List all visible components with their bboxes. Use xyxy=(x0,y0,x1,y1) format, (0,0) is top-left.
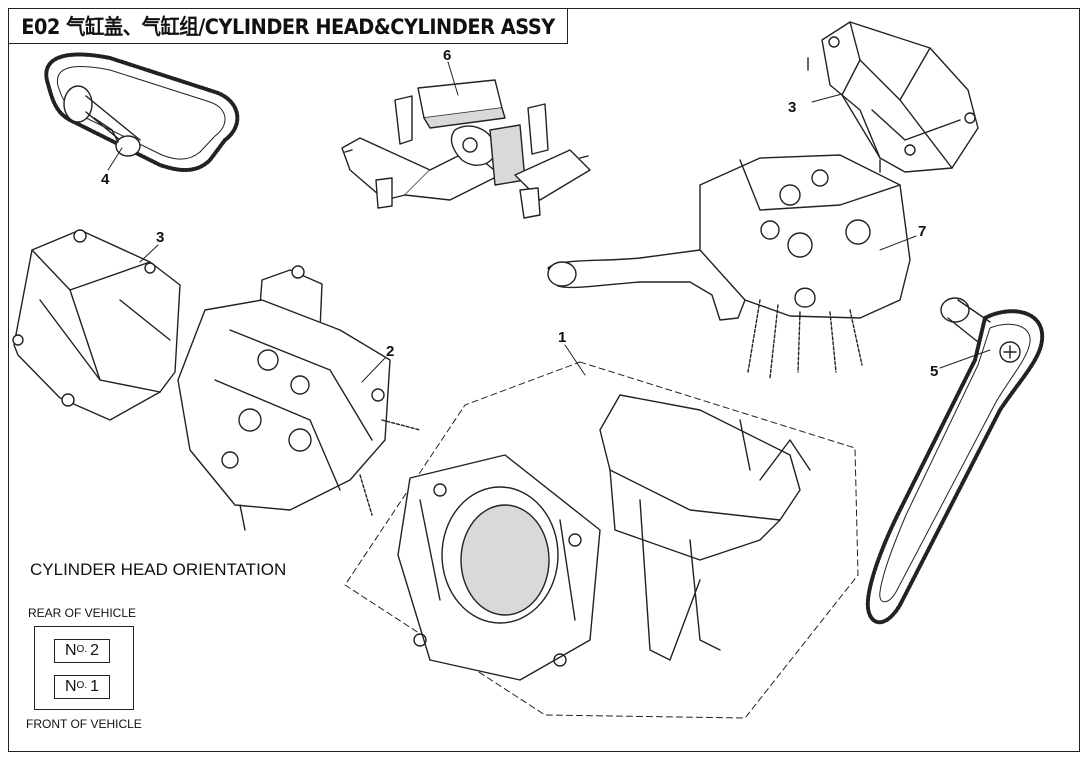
callout-3-lower: 3 xyxy=(156,229,165,246)
cylinder-head-part-2 xyxy=(177,265,421,531)
orientation-title: CYLINDER HEAD ORIENTATION xyxy=(30,560,287,579)
cylinder-block-part-1 xyxy=(344,361,859,719)
cylinder-tag-2-sup: O. xyxy=(76,643,88,655)
cylinder-head-part-7 xyxy=(547,154,911,379)
callout-4: 4 xyxy=(101,171,110,188)
cylinder-tag-1-number: 1 xyxy=(90,678,100,695)
page-title: E02 气缸盖、气缸组/CYLINDER HEAD&CYLINDER ASSY xyxy=(21,15,555,39)
cylinder-tag-1-prefix: N xyxy=(64,678,77,695)
cylinder-tag-2-prefix: N xyxy=(64,642,77,659)
callout-7: 7 xyxy=(918,223,927,240)
cylinder-tag-1-sup: O. xyxy=(76,679,88,691)
front-of-vehicle-label: FRONT OF VEHICLE xyxy=(26,717,142,731)
rear-of-vehicle-label: REAR OF VEHICLE xyxy=(28,606,137,620)
valve-cover-part-3-lower xyxy=(12,229,181,421)
callout-1: 1 xyxy=(558,329,567,346)
valve-cover-part-3-upper xyxy=(807,21,979,173)
callout-6: 6 xyxy=(443,47,452,64)
camshaft-chain-part-4 xyxy=(44,52,240,172)
cylinder-tag-2-number: 2 xyxy=(90,642,100,659)
intake-manifold-part-6 xyxy=(341,79,591,219)
camshaft-chain-part-5 xyxy=(865,297,1045,625)
title-box: E02 气缸盖、气缸组/CYLINDER HEAD&CYLINDER ASSY xyxy=(8,8,568,44)
callout-2: 2 xyxy=(386,343,395,360)
callout-3-upper: 3 xyxy=(788,99,797,116)
callout-5: 5 xyxy=(930,363,939,380)
leader-lines xyxy=(107,61,991,383)
